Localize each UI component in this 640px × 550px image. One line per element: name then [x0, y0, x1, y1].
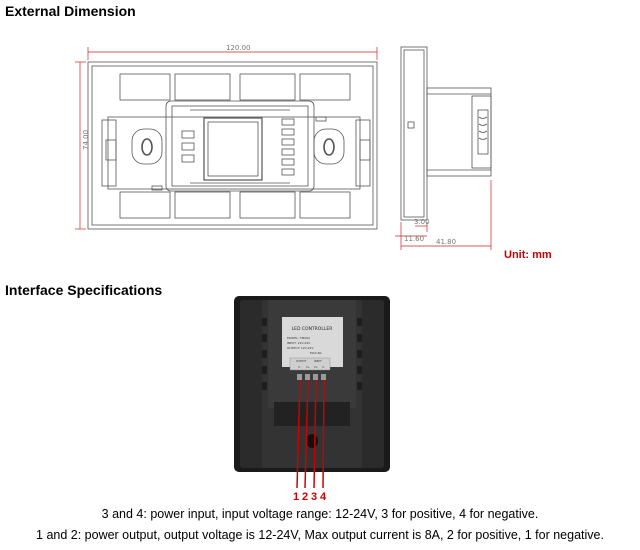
terminal-mark-1: V- [298, 365, 301, 369]
section-title-external-dimension: External Dimension [5, 3, 136, 19]
label-input: INPUT: 12V-24V [287, 341, 311, 345]
depth-dimension-b: 11.60 [404, 235, 424, 243]
terminal-mark-4: V- [322, 365, 325, 369]
terminal-input-label: INPUT [314, 359, 322, 363]
pin-number-2: 2 [302, 491, 308, 503]
description-power-input: 3 and 4: power input, input voltage rang… [101, 507, 539, 521]
terminal-mark-2: V+ [306, 365, 310, 369]
pin-number-4: 4 [320, 491, 327, 503]
terminal-mark-3: V+ [314, 365, 318, 369]
device-back-photo: LED CONTROLLER MODEL: TM00X INPUT: 12V-2… [234, 296, 390, 472]
front-view-drawing [87, 61, 378, 230]
description-power-output: 1 and 2: power output, output voltage is… [36, 528, 604, 542]
side-view-drawing [400, 46, 492, 221]
terminal-lead-lines [296, 379, 325, 489]
label-title: LED CONTROLLER [292, 326, 333, 332]
pin-number-3: 3 [311, 491, 317, 503]
depth-dimension-total: 41.80 [436, 238, 456, 246]
pin-number-1: 1 [293, 491, 299, 503]
label-model: MODEL: TM00X [287, 336, 310, 340]
depth-dimension-a: 3.00 [414, 218, 430, 226]
width-dimension: 120.00 [226, 44, 251, 52]
height-dimension: 74.00 [82, 130, 90, 150]
label-output: OUTPUT: 12V-24V [287, 346, 314, 350]
section-title-interface-specifications: Interface Specifications [5, 282, 163, 298]
label-max: MAX:8A [310, 351, 323, 355]
unit-label: Unit: mm [504, 249, 552, 261]
terminal-output-label: OUTPUT [296, 359, 307, 363]
front-dimension-lines [75, 47, 378, 230]
side-dimension-lines [395, 180, 492, 250]
